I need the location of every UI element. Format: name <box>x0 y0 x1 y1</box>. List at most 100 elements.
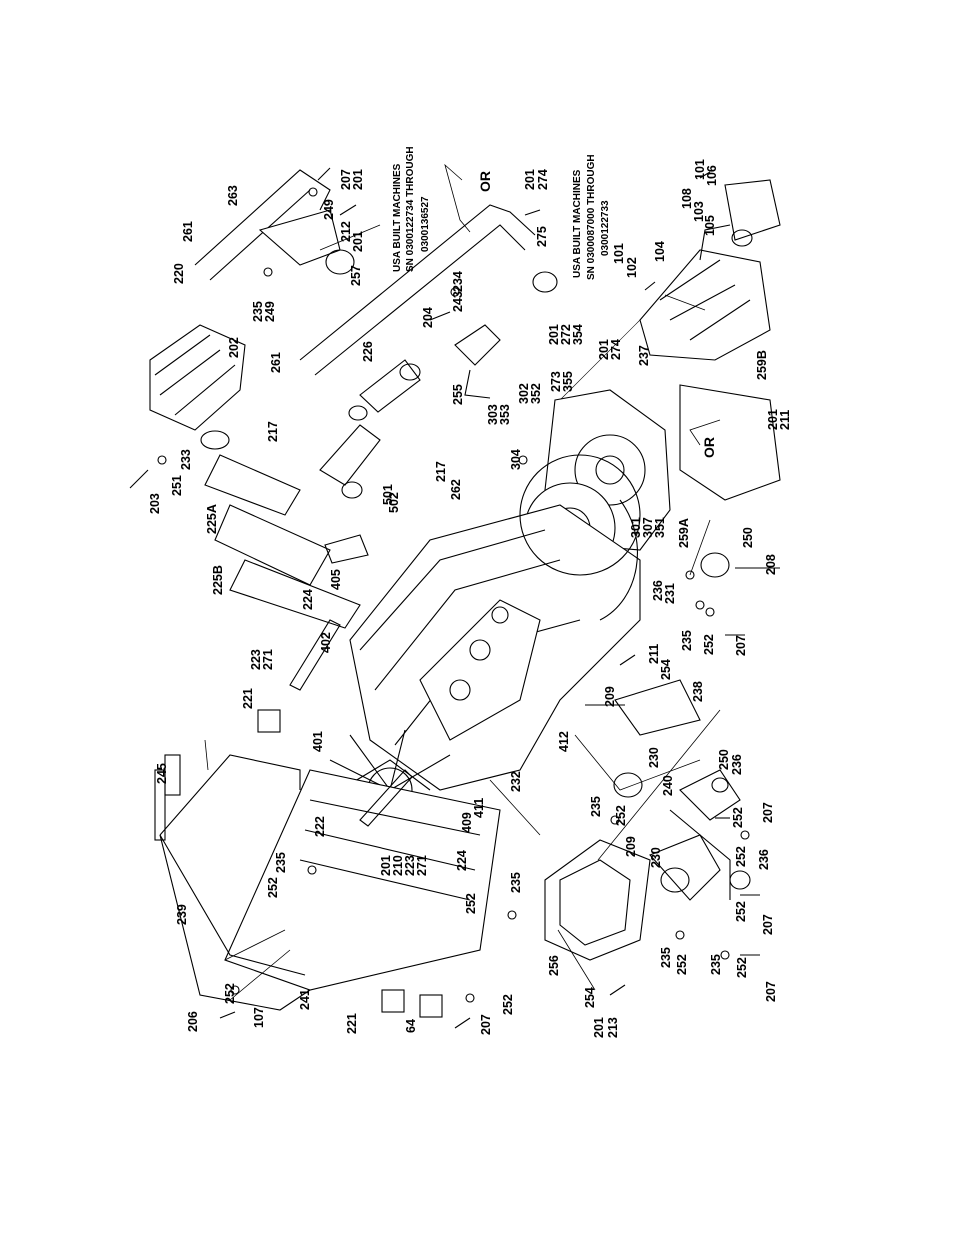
part-callout: 207 <box>479 1014 493 1035</box>
part-callout: 272 <box>559 324 573 345</box>
part-callout: 412 <box>557 731 571 752</box>
part-callout: 226 <box>361 341 375 362</box>
reference-leader-lines <box>204 163 721 1001</box>
part-callout: 257 <box>349 265 363 286</box>
part-callout: 231 <box>663 583 677 604</box>
part-callout: 259A <box>677 518 691 548</box>
part-callout: 209 <box>624 836 638 857</box>
part-callout: 217 <box>266 421 280 442</box>
part-callout: 207 <box>761 914 775 935</box>
part-callout: 262 <box>449 479 463 500</box>
part-callout: 304 <box>509 449 523 470</box>
radiator-frame <box>154 754 501 1011</box>
part-callout: 354 <box>571 324 585 345</box>
part-callout: 201 <box>597 339 611 360</box>
part-callout: 245 <box>155 763 169 784</box>
part-callout: 211 <box>778 410 792 430</box>
part-callout: 108 <box>680 188 694 209</box>
part-callout: 232 <box>509 771 523 792</box>
part-callout: 235 <box>659 947 673 968</box>
part-callout: 236 <box>757 849 771 870</box>
part-callout: 235 <box>251 301 265 322</box>
part-callout: 252 <box>734 846 748 867</box>
part-callout: 223 <box>249 649 263 670</box>
part-callout: 249 <box>322 199 336 220</box>
part-callout: 252 <box>675 954 689 975</box>
part-callout: 235 <box>709 954 723 975</box>
part-callout: 237 <box>637 345 651 366</box>
part-callout: 236 <box>651 580 665 601</box>
part-callout: 252 <box>464 893 478 914</box>
part-callout: 252 <box>266 877 280 898</box>
part-callout: 259B <box>755 350 769 380</box>
part-callout: 225B <box>211 565 225 595</box>
part-callout: 225A <box>205 504 219 534</box>
part-callout: 208 <box>764 554 778 575</box>
part-callout: 103 <box>692 201 706 222</box>
part-callout: 201 <box>766 409 780 430</box>
part-callout: 502 <box>387 492 401 513</box>
part-callout: 251 <box>170 475 184 496</box>
part-callout: 235 <box>274 852 288 873</box>
part-callout: 274 <box>609 339 623 360</box>
part-callout: 202 <box>227 337 241 358</box>
part-callout: 106 <box>705 165 719 186</box>
part-callout: 271 <box>415 855 429 876</box>
part-callout: 307 <box>641 517 655 538</box>
part-callout: 239 <box>175 904 189 925</box>
part-callout: 105 <box>703 215 717 236</box>
part-callout: 207 <box>339 169 353 190</box>
part-callout: 250 <box>717 749 731 770</box>
part-callout: 252 <box>702 634 716 655</box>
part-callout: 210 <box>391 855 405 876</box>
part-callout: 263 <box>226 185 240 206</box>
usa-note-b-line3: 0300122733 <box>600 200 611 256</box>
part-callout: 252 <box>731 807 745 828</box>
part-callout: 351 <box>653 517 667 538</box>
part-callout: 224 <box>455 850 469 871</box>
part-callout: 273 <box>549 371 563 392</box>
part-callout: 240 <box>661 775 675 796</box>
part-callout: 212 <box>339 221 353 242</box>
hydraulic-pump-assembly <box>559 179 781 401</box>
part-callout: 252 <box>614 805 628 826</box>
exhaust-pipe-upper <box>194 169 558 376</box>
part-callout: 271 <box>261 649 275 670</box>
part-callout: 235 <box>509 872 523 893</box>
part-callout: 224 <box>301 589 315 610</box>
part-callout: 243 <box>451 291 465 312</box>
part-callout: 256 <box>547 955 561 976</box>
part-callout: 275 <box>535 226 549 247</box>
part-callout: 302 <box>517 383 531 404</box>
decals-and-hoses <box>164 534 443 1018</box>
part-callout: 235 <box>589 796 603 817</box>
part-callout: 352 <box>529 383 543 404</box>
part-callout: 254 <box>583 987 597 1008</box>
part-callout: 405 <box>329 569 343 590</box>
part-callout: 201 <box>523 169 537 190</box>
intake-hoses <box>204 324 501 629</box>
part-callout: 201 <box>351 231 365 252</box>
or-label-top: OR <box>477 171 493 192</box>
part-callout: 254 <box>659 659 673 680</box>
part-callout: 220 <box>172 263 186 284</box>
part-callout: 235 <box>680 630 694 651</box>
part-callout: 238 <box>691 681 705 702</box>
part-callout: 241 <box>298 989 312 1010</box>
part-callout: 101 <box>693 159 707 180</box>
part-callout: 206 <box>186 1011 200 1032</box>
part-callout: 261 <box>269 352 283 373</box>
part-callout: 411 <box>472 798 486 818</box>
part-callout: 252 <box>735 957 749 978</box>
part-callout: 207 <box>764 981 778 1002</box>
part-callout: 203 <box>148 493 162 514</box>
part-callout: 255 <box>451 384 465 405</box>
part-callout: 501 <box>381 484 395 505</box>
part-callout: 221 <box>241 688 255 709</box>
part-callout: 401 <box>311 731 325 752</box>
part-callout: 104 <box>653 241 667 262</box>
part-callout: 252 <box>501 994 515 1015</box>
usa-note-b-line2: SN 0300087000 THROUGH <box>586 154 597 280</box>
